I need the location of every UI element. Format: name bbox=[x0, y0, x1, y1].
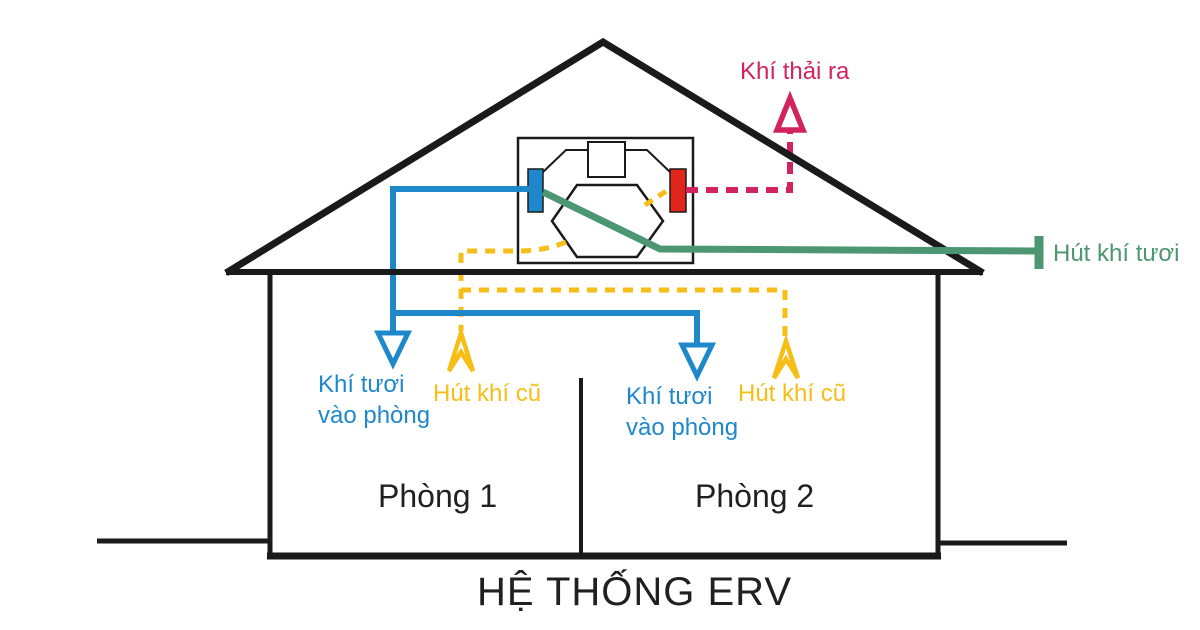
flow-arrows bbox=[374, 90, 808, 382]
fresh-supply-ducting bbox=[390, 186, 700, 344]
diagram-title: HỆ THỐNG ERV bbox=[477, 570, 793, 614]
erv-fan-box bbox=[587, 141, 626, 178]
fresh-intake-label: Hút khí tươi bbox=[1053, 240, 1180, 267]
house-outline bbox=[97, 37, 1067, 560]
room2-fresh-air-label-line2: vào phòng bbox=[626, 414, 739, 441]
room2-extract-label: Hút khí cũ bbox=[738, 380, 847, 407]
exhaust-arrow-up-icon bbox=[772, 90, 808, 133]
room1-fresh-air-label-line1: Khí tươi bbox=[318, 371, 405, 398]
roof bbox=[224, 37, 985, 276]
supply-duct-room2 bbox=[393, 310, 700, 344]
erv-duct-left bbox=[542, 149, 588, 173]
supply-arrow-down-room2-icon bbox=[678, 342, 716, 382]
room1-fresh-air-label-line2: vào phòng bbox=[318, 402, 431, 429]
supply-arrow-down-room1-icon bbox=[374, 330, 412, 370]
fresh-intake-ducting bbox=[541, 188, 1044, 269]
extract-duct-room2 bbox=[461, 287, 788, 339]
exhaust-air-label: Khí thải ra bbox=[740, 58, 850, 85]
extract-duct-room1 bbox=[458, 239, 567, 331]
erv-unit bbox=[516, 136, 695, 265]
intake-duct bbox=[541, 188, 1036, 255]
exhaust-duct bbox=[686, 132, 793, 193]
supply-duct-room1 bbox=[390, 186, 529, 333]
extract-arrow-up-room1-icon bbox=[446, 325, 476, 373]
room2-fresh-air-label-line1: Khí tươi bbox=[626, 383, 713, 410]
room2-name: Phòng 2 bbox=[695, 478, 815, 514]
extract-arrow-up-room2-icon bbox=[771, 333, 801, 380]
exhaust-port-red bbox=[669, 168, 687, 213]
extract-duct-internal bbox=[643, 185, 673, 208]
room2-fresh-air-label: Khí tươi vào phòng bbox=[626, 381, 738, 443]
room1-extract-label: Hút khí cũ bbox=[433, 380, 542, 407]
room1-name: Phòng 1 bbox=[378, 478, 498, 514]
room1-fresh-air-label: Khí tươi vào phòng bbox=[318, 369, 430, 431]
erv-duct-right bbox=[625, 149, 671, 173]
supply-port-blue bbox=[527, 168, 544, 213]
stale-extract-ducting bbox=[458, 239, 788, 339]
